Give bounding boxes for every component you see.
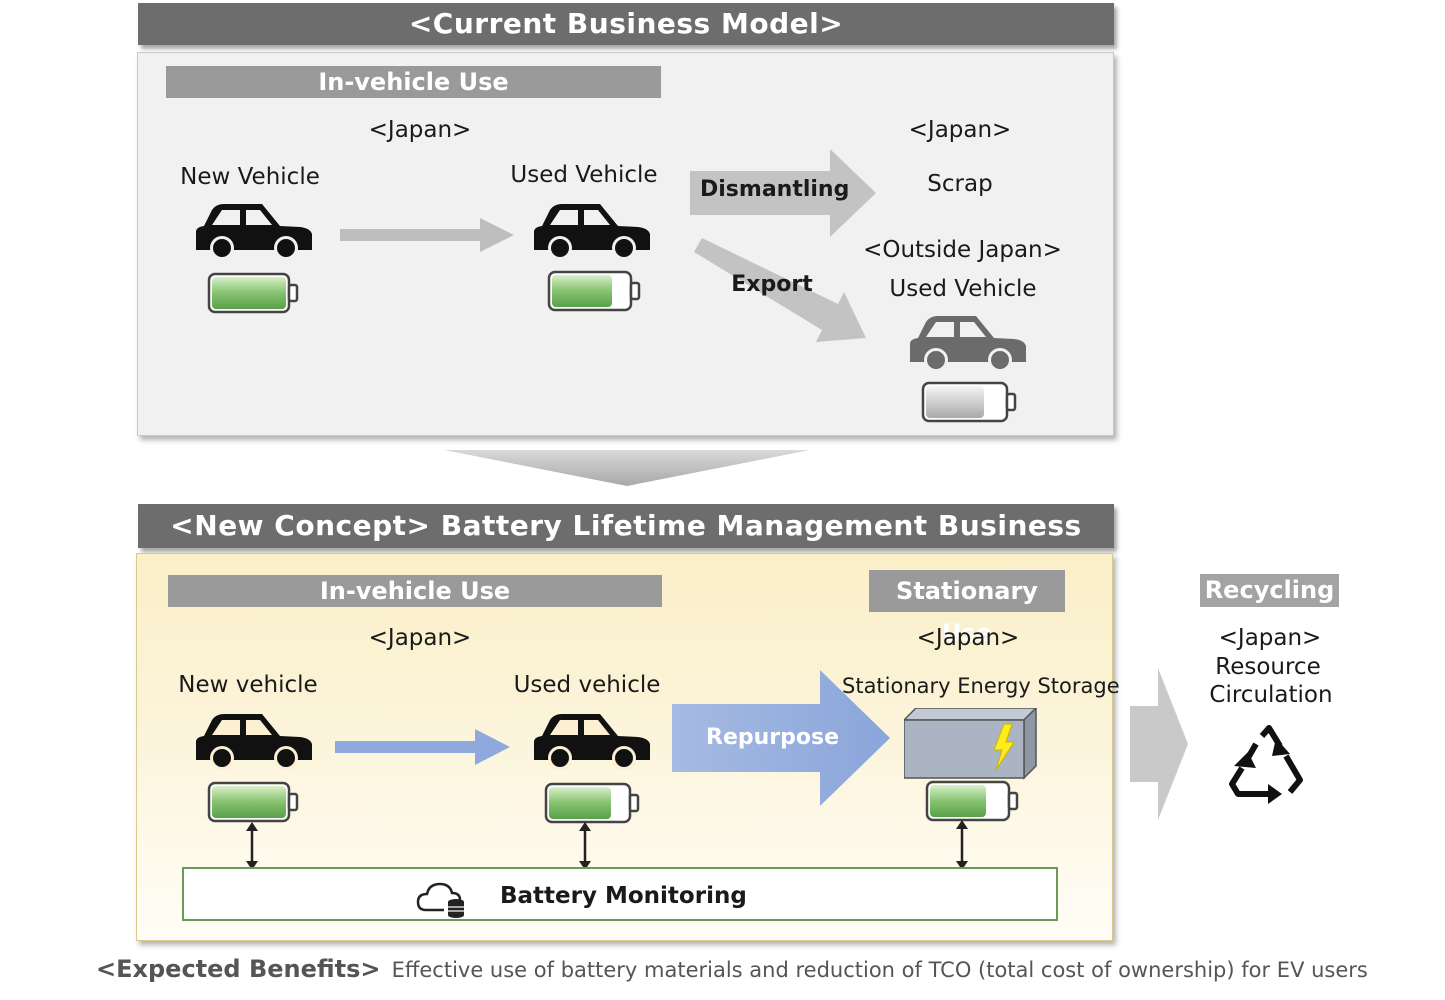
battery-icon — [207, 272, 299, 314]
energy-storage-icon — [904, 708, 1038, 780]
current-new-vehicle-label: New Vehicle — [180, 164, 320, 190]
battery-icon — [925, 780, 1019, 822]
current-region-japan-right: <Japan> — [908, 117, 1012, 143]
car-icon — [192, 198, 316, 260]
car-icon — [530, 708, 654, 770]
new-region-japan-right: <Japan> — [916, 625, 1020, 651]
export-label: Export — [731, 272, 813, 297]
lightning-icon — [993, 723, 1015, 771]
repurpose-label: Repurpose — [706, 725, 839, 750]
recycling-region: <Japan> — [1218, 625, 1322, 651]
scrap-label: Scrap — [927, 171, 993, 197]
battery-icon — [207, 781, 299, 823]
recycling-line-1: Resource — [1215, 654, 1321, 680]
used-vehicle-label: Used vehicle — [513, 672, 661, 698]
new-concept-banner: <New Concept> Battery Lifetime Managemen… — [138, 504, 1114, 548]
recycling-line-2: Circulation — [1209, 682, 1333, 708]
car-icon — [192, 708, 316, 770]
outside-used-vehicle-label: Used Vehicle — [889, 276, 1037, 302]
new-region-japan-left: <Japan> — [368, 625, 472, 651]
recycling-arrow — [1130, 668, 1188, 824]
recycling-bar: Recycling — [1200, 574, 1339, 607]
monitor-link-arrow — [578, 822, 592, 874]
current-model-banner: <Current Business Model> — [138, 3, 1114, 45]
car-icon — [906, 310, 1030, 372]
new-vehicle-label: New vehicle — [178, 672, 318, 698]
battery-monitoring-box — [182, 867, 1058, 921]
battery-icon — [921, 381, 1017, 423]
new-invehicle-bar: In-vehicle Use — [168, 575, 662, 607]
current-used-vehicle-label: Used Vehicle — [510, 162, 658, 188]
monitor-link-arrow — [245, 822, 259, 874]
monitor-link-arrow — [955, 820, 969, 874]
region-outside-japan: <Outside Japan> — [863, 237, 1062, 263]
benefits-line: <Expected Benefits> Effective use of bat… — [96, 955, 1368, 983]
benefits-label: <Expected Benefits> — [96, 955, 381, 983]
recycle-icon — [1228, 724, 1310, 804]
export-arrow — [694, 238, 869, 348]
cloud-database-icon — [416, 878, 466, 918]
battery-icon — [547, 270, 641, 312]
car-icon — [530, 198, 654, 260]
stationary-label: Stationary Use — [896, 577, 1038, 647]
stationary-bar: Stationary Use — [869, 570, 1065, 647]
dismantling-arrow — [690, 149, 876, 241]
new-invehicle-label: In-vehicle Use — [319, 577, 511, 605]
current-model-title: <Current Business Model> — [408, 7, 844, 40]
stationary-storage-label: Stationary Energy Storage — [842, 674, 1120, 698]
current-region-japan-left: <Japan> — [368, 117, 472, 143]
benefits-text: Effective use of battery materials and r… — [391, 958, 1368, 982]
flow-arrow-new-to-used — [340, 218, 514, 256]
battery-monitoring-label: Battery Monitoring — [500, 883, 747, 909]
current-invehicle-bar: In-vehicle Use — [166, 66, 661, 98]
dismantling-label: Dismantling — [700, 177, 850, 202]
recycling-title: Recycling — [1204, 576, 1335, 604]
new-concept-title: <New Concept> Battery Lifetime Managemen… — [170, 509, 1082, 542]
flow-arrow-new-to-used-blue — [335, 729, 510, 769]
current-invehicle-label: In-vehicle Use — [318, 68, 509, 96]
transition-chevron — [444, 450, 810, 490]
repurpose-arrow — [672, 670, 890, 810]
battery-icon — [544, 782, 640, 824]
